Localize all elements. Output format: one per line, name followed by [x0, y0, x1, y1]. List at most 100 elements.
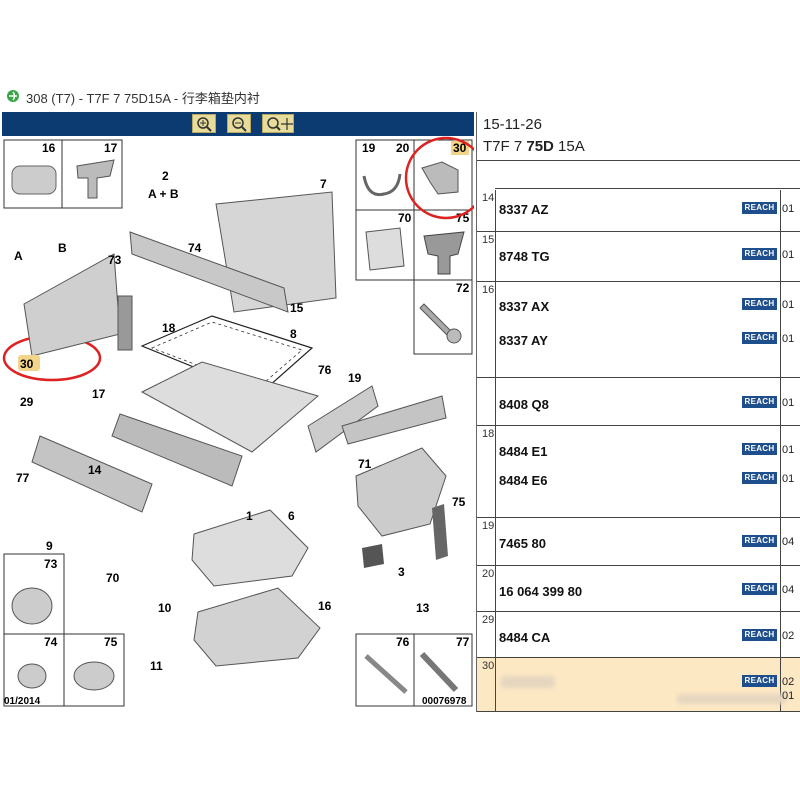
zoom-out-icon: [232, 117, 247, 132]
part-a-b-panel: [23, 253, 121, 357]
zoom-in-button[interactable]: [192, 114, 216, 133]
diagram-artwork: 16 17 19 20 30 70 75 72: [2, 136, 488, 707]
reach-badge[interactable]: REACH: [742, 443, 777, 455]
callout-15: 15: [290, 301, 304, 315]
part-14-trim: [111, 413, 243, 487]
callout-74: 74: [188, 241, 202, 255]
reach-badge[interactable]: REACH: [742, 675, 777, 687]
part-1-floor: [140, 361, 320, 453]
pan-zoom-icon: [267, 117, 293, 131]
part-number: 8484 E6: [499, 473, 548, 488]
callout-box-16: 16: [42, 141, 56, 155]
clip-74-part: [17, 663, 47, 689]
reach-badge[interactable]: REACH: [742, 202, 777, 214]
screw-77-part: [419, 651, 459, 693]
parts-row-14[interactable]: 14 8337 AZ REACH 01: [477, 190, 800, 232]
callout-1: 1: [246, 509, 253, 523]
parts-row-29[interactable]: 29 8484 CA REACH 02: [477, 612, 800, 658]
reach-badge[interactable]: REACH: [742, 332, 777, 344]
callout-10: 10: [158, 601, 172, 615]
parts-row-19[interactable]: 19 7465 80 REACH 04: [477, 518, 800, 566]
callout-box-20: 20: [396, 141, 410, 155]
browser-icon: [7, 90, 19, 102]
callout-7: 7: [320, 177, 327, 191]
parts-row-17[interactable]: 8408 Q8 REACH 01: [477, 378, 800, 426]
callout-14: 14: [88, 463, 102, 477]
diagram-panel: 16 17 19 20 30 70 75 72: [2, 112, 488, 712]
box-77: [413, 633, 473, 707]
callout-77: 77: [16, 471, 30, 485]
clip-17-part: [76, 159, 115, 199]
parts-row-30[interactable]: 30 REACH 02 01: [477, 658, 800, 712]
part-number: 8484 E1: [499, 444, 548, 459]
rivet-76-part: [364, 654, 408, 694]
clip-30-part: [421, 161, 459, 195]
parts-row-16[interactable]: 16 8337 AX REACH 01 8337 AY REACH 01: [477, 282, 800, 378]
parts-list-panel: 15-11-26 T7F 7 75D 15A 14 8337 AZ REACH …: [476, 112, 800, 712]
clip-16-part: [11, 165, 57, 195]
callout-16: 16: [318, 599, 332, 613]
part-number: 8337 AZ: [499, 202, 549, 217]
pan-zoom-button[interactable]: [262, 114, 294, 133]
parts-row-20[interactable]: 20 16 064 399 80 REACH 04: [477, 566, 800, 612]
callout-box-76: 76: [396, 635, 410, 649]
callout-a-plus-b: A + B: [148, 187, 179, 201]
parts-code: T7F 7 75D 15A: [483, 138, 585, 155]
window-titlebar: 308 (T7) - T7F 7 75D15A - 行李箱垫内衬: [0, 84, 800, 110]
callout-a: A: [14, 249, 23, 263]
callout-73: 73: [108, 253, 122, 267]
parts-date: 15-11-26: [483, 116, 542, 133]
clip-71-part: [423, 231, 465, 275]
reach-badge[interactable]: REACH: [742, 472, 777, 484]
part-number: 8748 TG: [499, 249, 550, 264]
part-number: 8337 AY: [499, 333, 548, 348]
part-10-tray: [191, 509, 309, 587]
callout-76: 76: [318, 363, 332, 377]
part-15-trim: [129, 231, 289, 313]
zoom-in-icon: [197, 117, 212, 132]
reach-badge[interactable]: REACH: [742, 248, 777, 260]
reach-badge[interactable]: REACH: [742, 298, 777, 310]
redacted-part-number: [501, 676, 555, 688]
part-16-pad: [362, 544, 384, 568]
clip-19-part: [362, 173, 402, 197]
part-number: 7465 80: [499, 536, 546, 551]
callout-b: B: [58, 241, 67, 255]
reach-badge[interactable]: REACH: [742, 629, 777, 641]
callout-18: 18: [162, 321, 176, 335]
parts-row-15[interactable]: 15 8748 TG REACH 01: [477, 232, 800, 282]
callout-box-30: 30: [453, 141, 467, 155]
callout-13: 13: [416, 601, 430, 615]
callout-2: 2: [162, 169, 169, 183]
part-9-sill: [31, 435, 153, 513]
part-number: 8337 AX: [499, 299, 550, 314]
callout-box-70: 70: [398, 211, 412, 225]
callout-box-19: 19: [362, 141, 376, 155]
reach-badge[interactable]: REACH: [742, 583, 777, 595]
callout-71: 71: [358, 457, 372, 471]
callout-19: 19: [348, 371, 362, 385]
callout-box-17: 17: [104, 141, 118, 155]
callout-30: 30: [20, 357, 34, 371]
part-11-tray: [193, 587, 321, 667]
part-number: 8408 Q8: [499, 397, 549, 412]
reach-badge[interactable]: REACH: [742, 396, 777, 408]
callout-box-72: 72: [456, 281, 470, 295]
highlight-30-diagram: [18, 355, 40, 371]
box-72: [413, 279, 473, 355]
parts-row-18[interactable]: 18 8484 E1 REACH 01 8484 E6 REACH 01: [477, 426, 800, 518]
clip-73-part: [11, 587, 53, 625]
redacted-note: [677, 694, 787, 704]
box-19-20: [355, 139, 415, 211]
diagram-toolbar: [2, 112, 474, 136]
callout-3: 3: [398, 565, 405, 579]
callout-11: 11: [150, 659, 163, 673]
zoom-out-button[interactable]: [227, 114, 251, 133]
diagram-date: 01/2014: [4, 696, 41, 707]
callout-8: 8: [290, 327, 297, 341]
callout-17: 17: [92, 387, 106, 401]
highlight-30: [451, 141, 469, 155]
reach-badge[interactable]: REACH: [742, 535, 777, 547]
callout-29: 29: [20, 395, 34, 409]
callout-box-74: 74: [44, 635, 58, 649]
